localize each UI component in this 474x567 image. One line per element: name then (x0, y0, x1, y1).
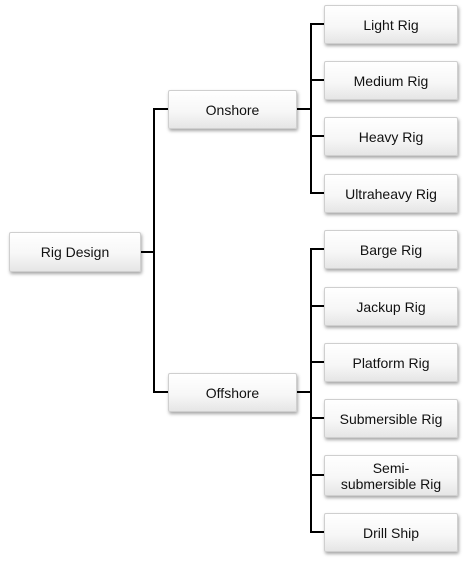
branch-node-label: Offshore (205, 384, 260, 401)
leaf-node-label: Ultraheavy Rig (345, 185, 437, 202)
leaf-node-light-rig: Light Rig (324, 5, 458, 44)
leaf-node-label: Jackup Rig (356, 298, 426, 315)
branch-node-offshore: Offshore (168, 373, 297, 412)
branch-node-onshore: Onshore (168, 90, 297, 129)
leaf-node-label: Light Rig (363, 16, 419, 33)
root-node-rig-design: Rig Design (9, 232, 141, 272)
leaf-node-label: Semi-submersible Rig (340, 459, 442, 492)
leaf-node-label: Platform Rig (352, 354, 430, 371)
leaf-node-barge-rig: Barge Rig (324, 230, 458, 269)
leaf-node-submersible-rig: Submersible Rig (324, 399, 458, 438)
leaf-node-label: Drill Ship (362, 524, 419, 541)
leaf-node-label: Submersible Rig (339, 410, 443, 427)
leaf-node-heavy-rig: Heavy Rig (324, 117, 458, 156)
leaf-node-jackup-rig: Jackup Rig (324, 287, 458, 326)
leaf-node-drill-ship: Drill Ship (324, 513, 458, 552)
root-node-label: Rig Design (40, 244, 110, 260)
leaf-node-label: Medium Rig (353, 72, 429, 89)
leaf-node-ultraheavy-rig: Ultraheavy Rig (324, 174, 458, 213)
leaf-node-semi-submersible-rig: Semi-submersible Rig (324, 455, 458, 496)
leaf-node-label: Heavy Rig (358, 128, 424, 145)
branch-node-label: Onshore (205, 101, 260, 118)
leaf-node-medium-rig: Medium Rig (324, 61, 458, 100)
leaf-node-platform-rig: Platform Rig (324, 343, 458, 382)
leaf-node-label: Barge Rig (359, 241, 423, 258)
